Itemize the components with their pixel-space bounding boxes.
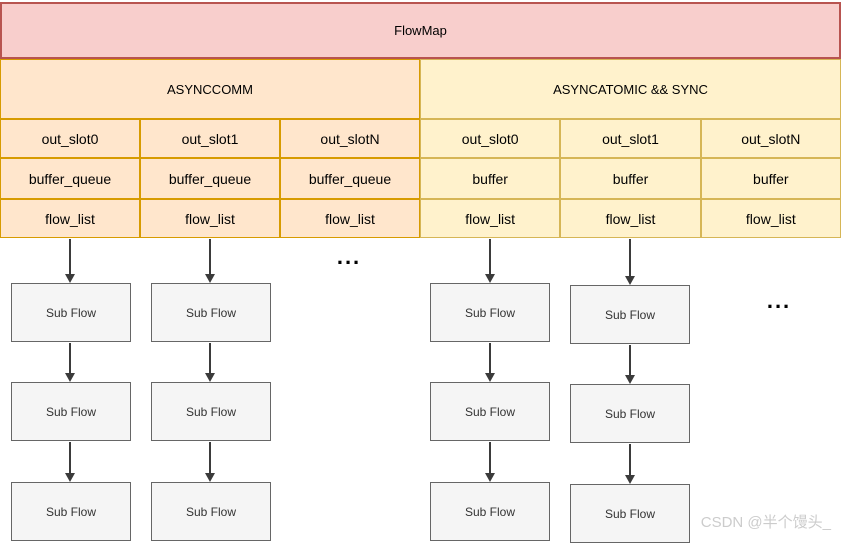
cell-asynccomm-out-slot1: out_slot1 (140, 119, 280, 158)
ellipsis-right: ... (766, 288, 792, 313)
subflow-label: Sub Flow (604, 307, 656, 322)
section-asynccomm-header: ASYNCCOMM (0, 59, 420, 119)
subflow-box: Sub Flow (11, 382, 131, 441)
cell-sync-buffer-0: buffer (420, 158, 561, 199)
subflow-box: Sub Flow (11, 283, 131, 342)
subflow-box: Sub Flow (11, 482, 131, 541)
cell-asynccomm-out-slot0: out_slot0 (0, 119, 140, 158)
subflow-box: Sub Flow (151, 283, 271, 342)
section-asyncatomic-sync: ASYNCATOMIC && SYNC out_slot0 out_slot1 … (420, 59, 841, 238)
cell-sync-flow-list-1: flow_list (560, 199, 701, 238)
subflow-label: Sub Flow (45, 404, 97, 419)
cell-asynccomm-buffer-queue-N: buffer_queue (280, 158, 420, 199)
cell-asynccomm-flow-list-0: flow_list (0, 199, 140, 238)
flow-arrow (205, 442, 215, 482)
subflow-label: Sub Flow (604, 406, 656, 421)
flowmap-banner: FlowMap (0, 2, 841, 59)
flow-arrow (625, 345, 635, 384)
flow-arrow (205, 239, 215, 283)
subflow-label: Sub Flow (464, 305, 516, 320)
section-asynccomm-title: ASYNCCOMM (167, 81, 253, 97)
ellipsis-left: ... (336, 244, 362, 269)
cell-sync-out-slot0: out_slot0 (420, 119, 561, 158)
subflow-box: Sub Flow (570, 285, 690, 344)
cell-sync-buffer-1: buffer (560, 158, 701, 199)
subflow-box: Sub Flow (151, 382, 271, 441)
subflow-box: Sub Flow (430, 482, 550, 541)
flow-arrow (65, 343, 75, 382)
section-asynccomm-grid: out_slot0 out_slot1 out_slotN buffer_que… (0, 119, 420, 238)
subflow-label: Sub Flow (185, 504, 237, 519)
subflow-box: Sub Flow (430, 283, 550, 342)
subflow-label: Sub Flow (464, 504, 516, 519)
subflow-label: Sub Flow (45, 504, 97, 519)
flow-arrow (65, 239, 75, 283)
subflow-box: Sub Flow (570, 384, 690, 443)
cell-asynccomm-flow-list-1: flow_list (140, 199, 280, 238)
subflow-box: Sub Flow (570, 484, 690, 543)
flowmap-title: FlowMap (394, 23, 447, 38)
cell-sync-out-slotN: out_slotN (700, 119, 841, 158)
section-asynccomm: ASYNCCOMM out_slot0 out_slot1 out_slotN … (0, 59, 420, 238)
subflow-label: Sub Flow (45, 305, 97, 320)
cell-asynccomm-flow-list-N: flow_list (280, 199, 420, 238)
cell-asynccomm-buffer-queue-0: buffer_queue (0, 158, 140, 199)
section-asyncatomic-sync-title: ASYNCATOMIC && SYNC (553, 81, 708, 97)
cell-sync-flow-list-N: flow_list (700, 199, 841, 238)
subflow-label: Sub Flow (604, 506, 656, 521)
flow-arrow (485, 239, 495, 283)
subflow-box: Sub Flow (430, 382, 550, 441)
cell-sync-buffer-N: buffer (700, 158, 841, 199)
cell-sync-flow-list-0: flow_list (420, 199, 561, 238)
cell-sync-out-slot1: out_slot1 (560, 119, 701, 158)
subflow-label: Sub Flow (464, 404, 516, 419)
section-asyncatomic-sync-grid: out_slot0 out_slot1 out_slotN buffer buf… (420, 119, 841, 238)
flow-arrow (625, 239, 635, 285)
flow-arrow (65, 442, 75, 482)
flow-arrow (485, 442, 495, 482)
subflow-label: Sub Flow (185, 404, 237, 419)
watermark: CSDN @半个馒头_ (700, 514, 831, 531)
cell-asynccomm-buffer-queue-1: buffer_queue (140, 158, 280, 199)
flow-arrow (625, 444, 635, 484)
subflow-label: Sub Flow (185, 305, 237, 320)
section-asyncatomic-sync-header: ASYNCATOMIC && SYNC (420, 59, 841, 119)
cell-asynccomm-out-slotN: out_slotN (280, 119, 420, 158)
flow-arrow (205, 343, 215, 382)
subflow-box: Sub Flow (151, 482, 271, 541)
flow-arrow (485, 343, 495, 382)
